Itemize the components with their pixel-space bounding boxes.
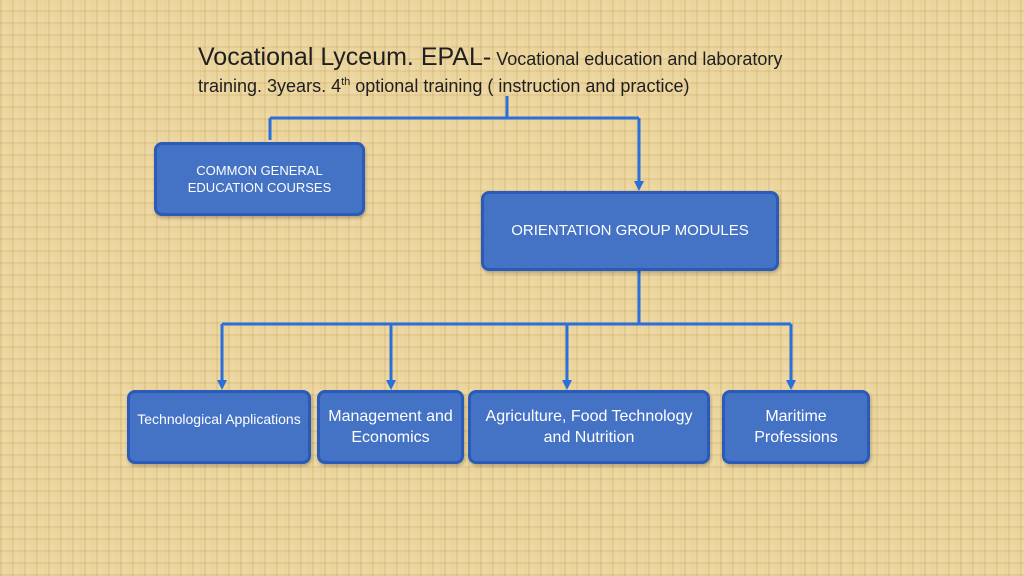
node-technological-label: Technological Applications [137, 411, 301, 427]
node-agriculture-label: Agriculture, Food Technology and Nutriti… [485, 408, 693, 446]
node-orientation-group-modules: ORIENTATION GROUP MODULES [481, 191, 779, 271]
diagram-title: Vocational Lyceum. EPAL- Vocational educ… [198, 44, 798, 100]
node-agriculture-food-technology: Agriculture, Food Technology and Nutriti… [468, 390, 710, 464]
node-maritime-label: Maritime Professions [754, 408, 838, 446]
node-common-general-education: COMMON GENERAL EDUCATION COURSES [154, 142, 365, 216]
node-maritime-professions: Maritime Professions [722, 390, 870, 464]
title-text-part2: optional training ( instruction and prac… [350, 76, 690, 96]
title-lead: Vocational Lyceum. EPAL- [198, 43, 492, 71]
node-technological-applications: Technological Applications [127, 390, 311, 464]
title-text-part1: Vocational education and laboratory trai… [198, 49, 783, 96]
node-common-label: COMMON GENERAL EDUCATION COURSES [187, 163, 332, 195]
node-orientation-label: ORIENTATION GROUP MODULES [511, 222, 749, 240]
node-management-economics: Management and Economics [317, 390, 464, 464]
title-superscript: th [341, 76, 351, 88]
node-management-label: Management and Economics [328, 408, 453, 446]
